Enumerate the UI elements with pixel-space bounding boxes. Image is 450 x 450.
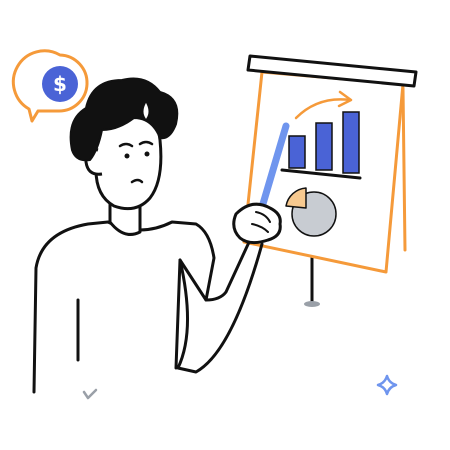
presenter-arm <box>204 238 252 302</box>
flipchart-top-bar <box>246 54 418 88</box>
check-mark-decoration <box>82 388 98 400</box>
presenter-eye-right <box>144 151 150 157</box>
hand-finger-lines <box>251 211 271 233</box>
presenter-hand <box>232 202 282 245</box>
bar-chart-icon <box>280 111 362 180</box>
bar-chart-bar-1 <box>288 135 306 169</box>
pie-chart-highlight-slice <box>285 187 307 209</box>
pointer-stick-icon <box>256 122 290 218</box>
dollar-symbol: $ <box>53 72 67 96</box>
flipchart-icon <box>242 54 418 307</box>
pie-chart-icon <box>285 187 337 237</box>
trend-arrow-icon <box>294 90 353 120</box>
sparkle-icon <box>376 374 398 396</box>
presenter-mouth <box>130 178 144 184</box>
hair-highlight <box>143 102 149 119</box>
bar-chart-bar-3 <box>342 111 360 174</box>
presenter-forearm <box>176 242 264 374</box>
dollar-coin-icon <box>42 66 78 102</box>
bar-chart-bar-2 <box>315 122 333 171</box>
presenter-eyebrow-left <box>118 142 134 148</box>
presenter-eye-left <box>124 153 130 159</box>
presenter-hair <box>69 77 179 162</box>
stand-base <box>304 301 320 307</box>
bar-chart-baseline <box>280 168 362 180</box>
stand-leg <box>401 86 407 252</box>
speech-bubble-dollar-icon: $ <box>11 49 89 123</box>
presenter-eyebrow-right <box>138 140 154 146</box>
